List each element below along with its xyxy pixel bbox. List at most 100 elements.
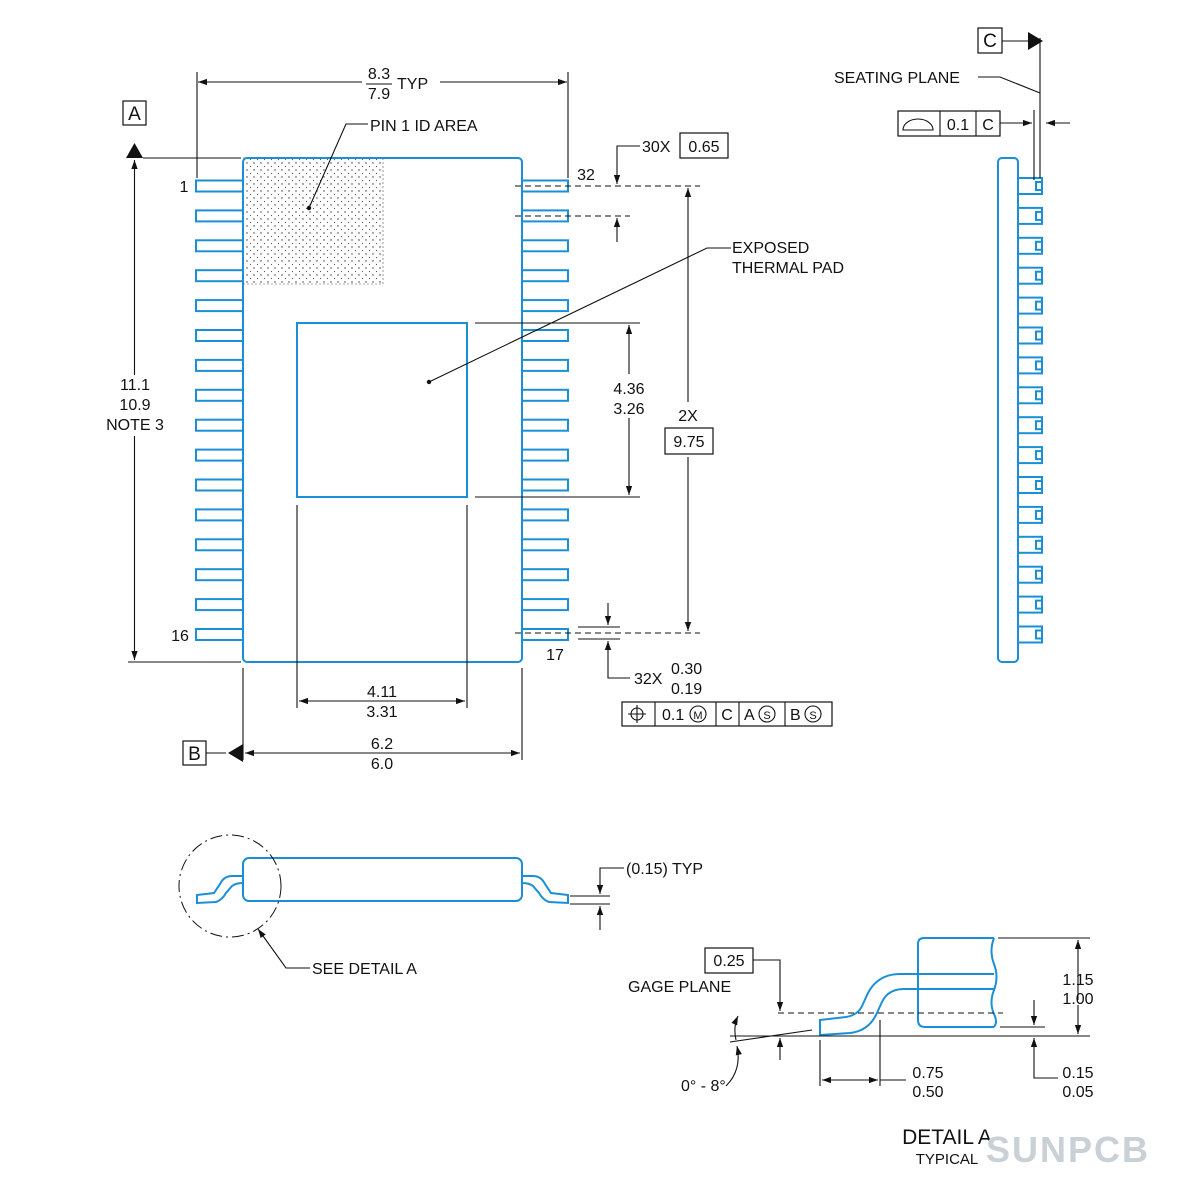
pad-length-max: 4.36 <box>613 381 644 398</box>
front-view: SEE DETAIL A (0.15) TYP <box>178 834 703 978</box>
package-body <box>242 157 523 663</box>
standoff-arrow-bottom <box>1030 1038 1058 1079</box>
pin-number-17: 17 <box>546 647 564 664</box>
side-lead-foot-15 <box>1035 599 1043 610</box>
detail-a-circle <box>178 834 282 938</box>
lead-right-28 <box>521 299 569 313</box>
lead-left-6 <box>195 329 244 342</box>
side-lead-12 <box>1017 505 1043 524</box>
datum-c-triangle <box>1028 32 1043 50</box>
coplanarity-symbol-icon <box>902 118 934 131</box>
lead-left-9 <box>195 418 244 432</box>
lead-right-25 <box>521 388 569 402</box>
side-lead-foot-6 <box>1035 330 1043 341</box>
side-lead-foot-11 <box>1035 480 1043 490</box>
lead-left-8 <box>195 388 244 402</box>
svg-text:M: M <box>693 710 702 722</box>
side-lead-11 <box>1017 476 1043 494</box>
front-lead-right <box>521 875 569 905</box>
gage-box <box>704 947 754 974</box>
side-lead-1 <box>1017 177 1043 195</box>
detail-a-view: 0.25 GAGE PLANE 1.15 1.00 0.15 0.05 0.75… <box>628 937 1094 1168</box>
side-lead-foot-16 <box>1035 629 1043 640</box>
lead-right-30 <box>521 239 569 253</box>
right-leads <box>521 179 569 641</box>
side-lead-13 <box>1017 535 1043 554</box>
side-lead-foot-10 <box>1035 450 1043 461</box>
lead-right-18 <box>521 598 569 612</box>
gage-value: 0.25 <box>713 953 744 970</box>
side-lead-foot-5 <box>1035 300 1043 311</box>
lead-width-max: 0.30 <box>671 661 702 678</box>
detail-body <box>917 937 994 1028</box>
flatness-tolerance: 0.1 <box>947 117 969 134</box>
pad-length-min: 3.26 <box>613 401 644 418</box>
foot-length-min: 0.50 <box>912 1084 943 1101</box>
datum-b-label: B <box>188 744 201 765</box>
body-width-min: 6.0 <box>371 756 393 773</box>
exposed-thermal-pad <box>296 322 468 498</box>
pin-number-1: 1 <box>180 179 189 196</box>
width-typ: TYP <box>397 76 428 93</box>
exposed-pad-leader <box>428 247 731 383</box>
height-min: 1.00 <box>1062 991 1093 1008</box>
pin1-leader-dot <box>306 205 312 211</box>
fcf-datum-b: B <box>790 707 801 724</box>
side-leads <box>1017 177 1043 644</box>
rfs-modifier-icon-b: S <box>804 705 822 723</box>
detail-body-break <box>990 937 998 1028</box>
pin1-id-area <box>242 157 384 285</box>
span-value: 9.75 <box>673 434 704 451</box>
foot-length-max: 0.75 <box>912 1065 943 1082</box>
lead-left-5 <box>195 299 244 313</box>
side-lead-foot-3 <box>1035 240 1043 251</box>
seating-plane-label: SEATING PLANE <box>834 70 960 87</box>
fcf-tolerance: 0.1 <box>662 707 684 724</box>
lead-left-14 <box>195 568 244 582</box>
lead-right-29 <box>521 269 569 283</box>
angle-label: 0° - 8° <box>681 1078 726 1095</box>
lead-width-min: 0.19 <box>671 681 702 698</box>
side-lead-7 <box>1017 356 1043 375</box>
detail-lead <box>819 973 918 1037</box>
lead-left-13 <box>195 538 244 552</box>
pin1-leader <box>308 123 368 209</box>
gage-plane-label: GAGE PLANE <box>628 979 731 996</box>
flatness-datum: C <box>982 117 994 134</box>
datum-a-box <box>122 100 147 126</box>
body-width-max: 6.2 <box>371 736 393 753</box>
exposed-pad-label-1: EXPOSED <box>732 240 809 257</box>
position-symbol-icon <box>628 705 646 723</box>
mmc-modifier-icon: M <box>689 705 707 723</box>
pitch-arrow-top <box>613 145 640 184</box>
side-lead-4 <box>1017 266 1043 285</box>
side-lead-9 <box>1017 416 1043 435</box>
lead-right-19 <box>521 568 569 582</box>
datum-a-triangle <box>126 143 143 158</box>
see-detail-label: SEE DETAIL A <box>312 961 417 978</box>
watermark-logo: SUNPCB <box>986 1129 1150 1170</box>
exposed-pad-label-2: THERMAL PAD <box>732 260 844 277</box>
fcf-datum-c: C <box>721 707 733 724</box>
lead-left-2 <box>195 209 244 223</box>
lead-right-20 <box>521 538 569 552</box>
datum-c-box <box>977 27 1003 54</box>
left-leads <box>195 179 244 641</box>
lead-left-4 <box>195 269 244 283</box>
side-lead-2 <box>1017 206 1043 225</box>
side-view: C SEATING PLANE 0.1 C <box>834 27 1070 663</box>
standoff-max: 0.15 <box>1062 1065 1093 1082</box>
datum-a-label: A <box>128 104 141 125</box>
lead-left-12 <box>195 508 244 522</box>
side-lead-foot-1 <box>1035 181 1043 191</box>
front-lead-left <box>196 875 244 905</box>
rfs-modifier-icon-a: S <box>758 705 776 723</box>
lead-left-15 <box>195 598 244 612</box>
position-fcf <box>621 701 833 727</box>
pitch-count: 30X <box>642 139 671 156</box>
height-max: 1.15 <box>1062 972 1093 989</box>
length-min: 10.9 <box>119 397 150 414</box>
datum-b-triangle <box>228 744 243 762</box>
span-box <box>664 427 714 455</box>
